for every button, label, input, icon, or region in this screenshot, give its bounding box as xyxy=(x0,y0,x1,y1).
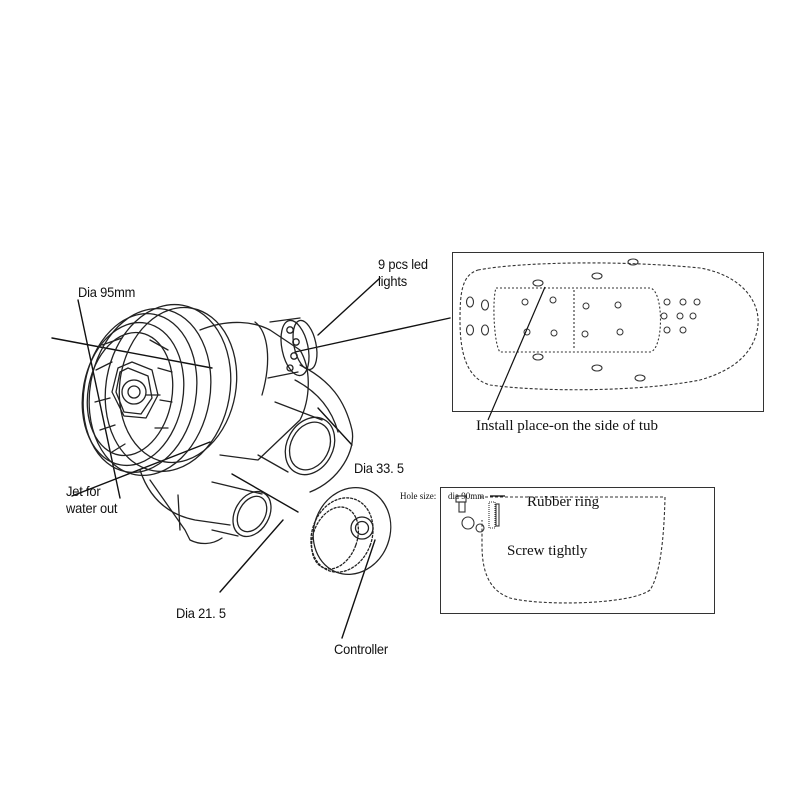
tub-side-view-box xyxy=(440,487,715,614)
label-led-lights-line1: 9 pcs led xyxy=(378,256,428,272)
label-dia-33-5: Dia 33. 5 xyxy=(354,460,404,476)
label-controller: Controller xyxy=(334,641,389,657)
controller-knob xyxy=(310,487,392,575)
label-rubber-ring: Rubber ring xyxy=(527,494,600,510)
leader-lines xyxy=(51,277,451,639)
pipe-33-5 xyxy=(257,401,336,476)
label-screw-tightly: Screw tightly xyxy=(507,543,588,559)
label-jet-line1: Jet for xyxy=(66,483,101,499)
jet-body xyxy=(139,317,354,545)
tub-top-view-box xyxy=(452,252,764,412)
label-install-place: Install place-on the side of tub xyxy=(476,418,659,434)
pipe-21-5 xyxy=(211,481,272,538)
jet-face xyxy=(81,303,238,477)
label-dia-21-5: Dia 21. 5 xyxy=(176,605,226,621)
label-hole-dia: dia 90mm xyxy=(448,491,485,501)
label-jet-line2: water out xyxy=(66,500,118,516)
label-hole-size: Hole size: xyxy=(400,491,437,501)
label-led-lights-line2: lights xyxy=(378,273,407,289)
label-dia-95mm: Dia 95mm xyxy=(78,284,136,300)
